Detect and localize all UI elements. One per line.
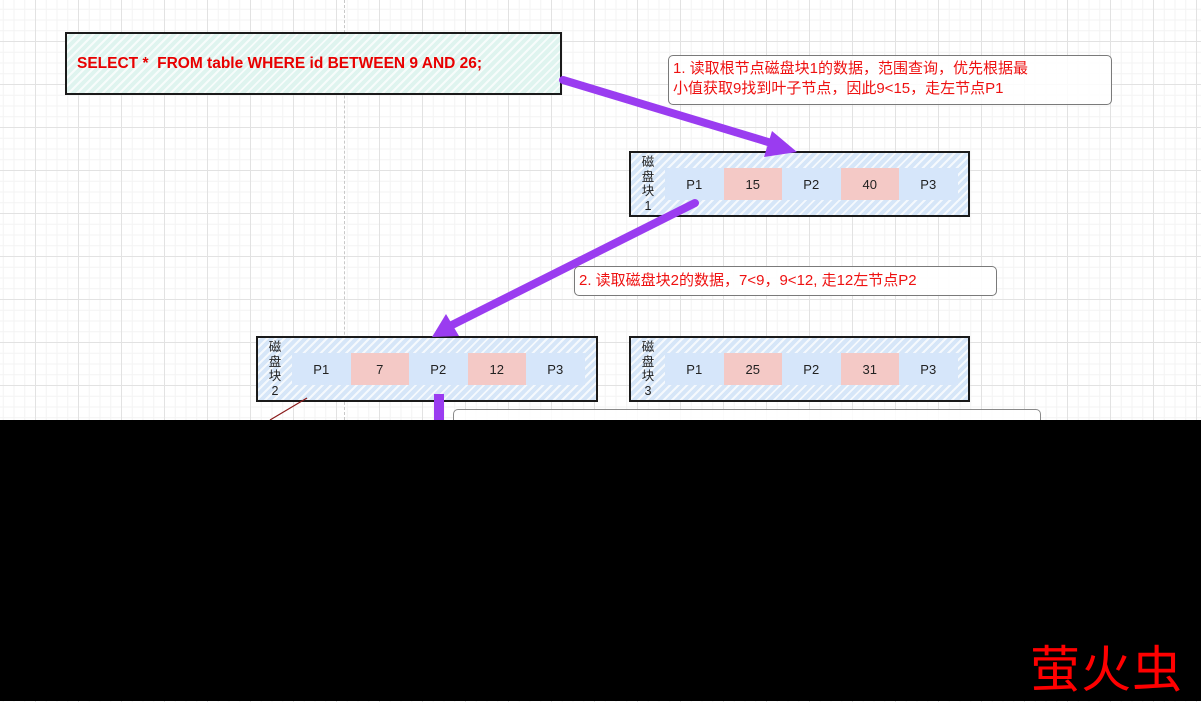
- obscured-region: [0, 420, 1201, 701]
- label-char: 磁: [641, 340, 655, 354]
- pointer-cell[interactable]: P2: [782, 353, 841, 385]
- key-cell[interactable]: 15: [723, 168, 782, 200]
- disk-block-1[interactable]: 磁 盘 块 1 P1 15 P2 40 P3: [629, 151, 970, 217]
- label-char: 块: [641, 184, 655, 198]
- label-char: 块: [641, 369, 655, 383]
- sql-query-box[interactable]: SELECT * FROM table WHERE id BETWEEN 9 A…: [65, 32, 562, 95]
- step-2-note-line-1: 2. 读取磁盘块2的数据，7<9，9<12, 走12左节点P2: [579, 272, 917, 289]
- pointer-cell[interactable]: P3: [526, 353, 585, 385]
- pointer-cell[interactable]: P1: [665, 353, 724, 385]
- disk-block-2[interactable]: 磁 盘 块 2 P1 7 P2 12 P3: [256, 336, 598, 402]
- disk-block-3-cells: P1 25 P2 31 P3: [665, 353, 958, 385]
- pointer-cell[interactable]: P3: [899, 353, 958, 385]
- label-char: 磁: [268, 340, 282, 354]
- disk-block-3-label: 磁 盘 块 3: [631, 340, 665, 398]
- key-cell[interactable]: 12: [467, 353, 526, 385]
- key-cell[interactable]: 25: [723, 353, 782, 385]
- watermark-text: 萤火虫: [1030, 641, 1183, 699]
- pointer-cell[interactable]: P3: [899, 168, 958, 200]
- label-char: 盘: [268, 354, 282, 369]
- label-char: 磁: [641, 155, 655, 169]
- disk-block-2-cells: P1 7 P2 12 P3: [292, 353, 585, 385]
- disk-block-1-cells: P1 15 P2 40 P3: [665, 168, 958, 200]
- key-cell[interactable]: 7: [350, 353, 409, 385]
- key-cell[interactable]: 31: [840, 353, 899, 385]
- step-2-note[interactable]: 2. 读取磁盘块2的数据，7<9，9<12, 走12左节点P2: [574, 266, 997, 296]
- pointer-cell[interactable]: P2: [782, 168, 841, 200]
- step-1-note[interactable]: 1. 读取根节点磁盘块1的数据，范围查询，优先根据最 小值获取9找到叶子节点，因…: [668, 55, 1112, 105]
- disk-block-3[interactable]: 磁 盘 块 3 P1 25 P2 31 P3: [629, 336, 970, 402]
- step-1-note-line-2: 小值获取9找到叶子节点，因此9<15，走左节点P1: [673, 80, 1004, 97]
- key-cell[interactable]: 40: [840, 168, 899, 200]
- label-char: 块: [268, 369, 282, 383]
- step-1-note-line-1: 1. 读取根节点磁盘块1的数据，范围查询，优先根据最: [673, 60, 1029, 77]
- label-char: 盘: [641, 354, 655, 369]
- label-char: 3: [644, 383, 652, 398]
- pointer-cell[interactable]: P1: [665, 168, 724, 200]
- pointer-cell[interactable]: P2: [409, 353, 468, 385]
- label-char: 2: [271, 383, 279, 398]
- vertical-guide-line: [344, 0, 345, 420]
- disk-block-1-label: 磁 盘 块 1: [631, 155, 665, 213]
- label-char: 盘: [641, 169, 655, 184]
- sql-query-text: SELECT * FROM table WHERE id BETWEEN 9 A…: [77, 54, 483, 72]
- label-char: 1: [644, 198, 652, 213]
- pointer-cell[interactable]: P1: [292, 353, 351, 385]
- disk-block-2-label: 磁 盘 块 2: [258, 340, 292, 398]
